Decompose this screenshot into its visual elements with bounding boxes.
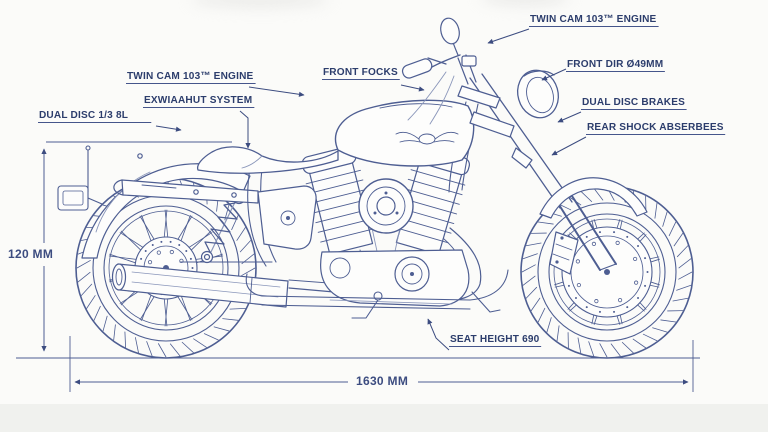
dimension-overall-length: 1630 MM (352, 373, 413, 389)
leader-front-fork-diameter (541, 68, 567, 81)
length-dimension-line (69, 336, 694, 392)
front-turn-signal (511, 147, 533, 169)
dimension-overall-height: 120 MM (4, 246, 58, 262)
rear-turn-signal (57, 145, 103, 211)
paper-smudge (480, 0, 570, 6)
callout-front-fork-diameter: FRONT DIR Ø49MM (566, 58, 666, 72)
leader-seat-height (427, 318, 450, 351)
handlebar (401, 17, 477, 125)
control-cables (407, 71, 455, 125)
leader-dual-disc-brakes (557, 111, 582, 123)
callout-twin-cam-right: TWIN CAM 103™ ENGINE (529, 13, 659, 27)
kickstand (351, 299, 379, 319)
seat (196, 146, 339, 174)
tank-emblem (395, 131, 459, 145)
callout-dual-disc-front: DUAL DISC 1/3 8L (38, 109, 152, 123)
callout-rear-shock-absorbers: REAR SHOCK ABSERBEES (586, 121, 726, 135)
callout-exhaust-system: EXWIAAHUT SYSTEM (143, 94, 255, 108)
leader-rear-shock (551, 136, 587, 156)
leader-dual-disc-front (155, 125, 182, 132)
front-fork (457, 73, 617, 271)
callout-front-forks: FRONT FOCKS (322, 66, 400, 80)
leader-twin-cam-right (487, 28, 530, 44)
callout-dual-disc-brakes: DUAL DISC BRAKES (581, 96, 688, 110)
front-brake-caliper (549, 231, 579, 275)
fender-strut (113, 179, 259, 204)
callout-seat-height: SEAT HEIGHT 690 (449, 333, 542, 347)
rear-wheel (75, 177, 257, 359)
air-cleaner-cover (358, 178, 414, 234)
mirror (440, 17, 460, 45)
brake-pedal (471, 291, 501, 313)
side-panel (257, 185, 317, 250)
height-dimension-line (41, 141, 232, 352)
engine (301, 146, 470, 307)
headlight (517, 69, 559, 119)
crankcase (320, 249, 470, 307)
callout-leaders (155, 28, 587, 351)
leader-front-forks (400, 84, 425, 92)
clutch-lever (427, 57, 447, 65)
callout-twin-cam-left: TWIN CAM 103™ ENGINE (126, 70, 256, 84)
front-fender (539, 177, 648, 219)
leader-exhaust (239, 110, 251, 149)
left-grip (401, 58, 433, 79)
floor-shadow-band (0, 404, 768, 432)
leader-twin-cam-left (248, 86, 305, 97)
paper-smudge (190, 0, 330, 8)
fuel-tank (334, 99, 475, 167)
front-wheel (520, 185, 694, 359)
